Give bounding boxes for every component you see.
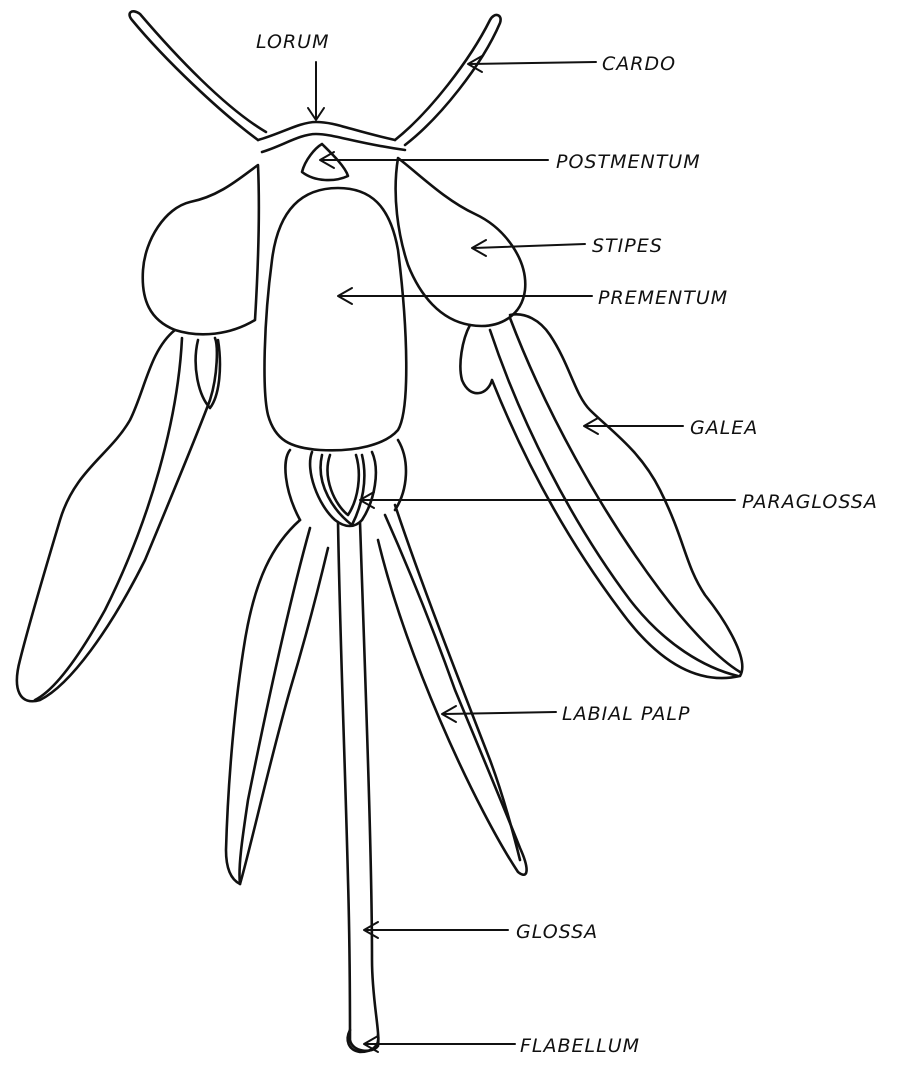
galea-right-inner-2 <box>510 318 740 672</box>
cardo-right <box>395 15 501 145</box>
glossa <box>338 522 378 1051</box>
galea-left <box>17 330 217 701</box>
cardo-left <box>130 11 266 140</box>
cardo-pointer <box>468 56 596 72</box>
labial-palp-left <box>226 520 328 884</box>
labial-palp-right-inner <box>395 505 520 860</box>
stipes-left <box>143 165 259 334</box>
paraglossa-pointer <box>360 492 735 508</box>
prementum <box>265 188 407 450</box>
galea-left-inner <box>35 338 182 700</box>
flabellum-pointer <box>364 1036 515 1052</box>
prementum-pointer <box>338 288 592 304</box>
label-cardo: CARDO <box>602 53 676 75</box>
stipes-right <box>396 158 526 326</box>
labial-palp-left-inner <box>239 528 310 884</box>
label-prementum: PREMENTUM <box>598 287 728 309</box>
label-labial-palp: LABIAL PALP <box>562 703 690 725</box>
labial-palp-pointer <box>442 706 556 722</box>
postmentum-pointer <box>320 152 548 168</box>
label-stipes: STIPES <box>592 235 663 257</box>
label-postmentum: POSTMENTUM <box>556 151 701 173</box>
labial-palp-right <box>378 515 527 875</box>
stipes-pointer <box>472 240 585 256</box>
galea-right-inner <box>490 330 738 676</box>
labium-base <box>285 440 406 520</box>
glossa-pointer <box>364 922 508 938</box>
label-paraglossa: PARAGLOSSA <box>742 491 878 513</box>
label-glossa: GLOSSA <box>516 921 598 943</box>
label-lorum: LORUM <box>256 31 329 53</box>
label-galea: GALEA <box>690 417 758 439</box>
galea-pointer <box>584 418 683 434</box>
lorum <box>258 122 405 152</box>
lorum-pointer <box>308 62 324 120</box>
label-flabellum: FLABELLUM <box>520 1035 640 1057</box>
